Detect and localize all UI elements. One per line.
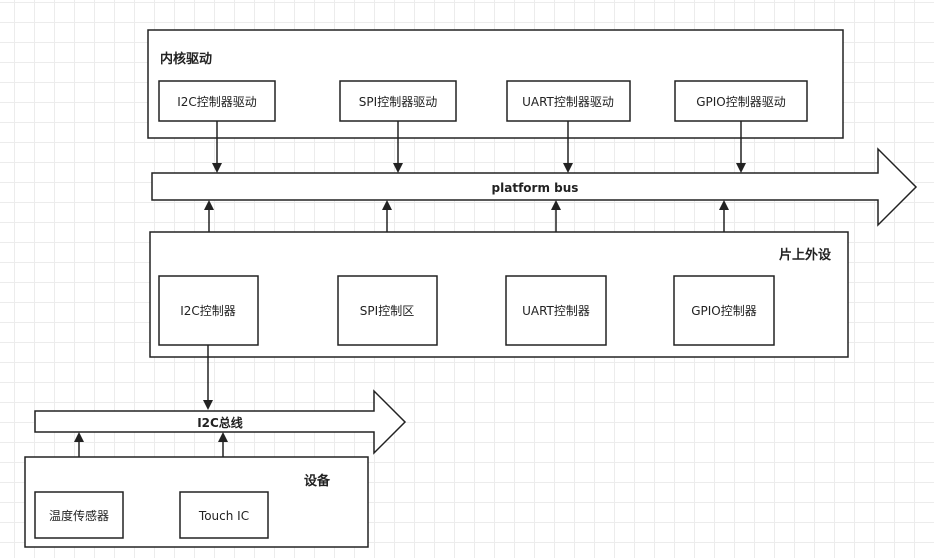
uart-controller-driver-box [506, 80, 631, 122]
i2c-bus-arrow [34, 389, 407, 455]
temperature-sensor-box [34, 491, 124, 539]
spi-controller-driver-label: SPI控制器驱动 [359, 95, 437, 109]
touch-ic-box [179, 491, 269, 539]
uart-controller-label: UART控制器 [522, 304, 590, 318]
touch-ic-label: Touch IC [198, 509, 249, 523]
kernel-drivers-title: 内核驱动 [160, 51, 212, 67]
devices-title: 设备 [304, 473, 331, 489]
i2c-controller-label: I2C控制器 [180, 304, 236, 318]
i2c-controller-driver-box [158, 80, 276, 122]
temperature-sensor-label: 温度传感器 [49, 508, 109, 523]
soc-peripherals-title: 片上外设 [779, 247, 832, 263]
gpio-controller-box [673, 275, 775, 346]
gpio-controller-label: GPIO控制器 [691, 304, 757, 318]
uart-controller-driver-label: UART控制器驱动 [522, 95, 614, 109]
i2c-controller-box [158, 275, 259, 346]
i2c-controller-driver-label: I2C控制器驱动 [177, 95, 257, 109]
spi-controller-box [337, 275, 438, 346]
uart-controller-box [505, 275, 607, 346]
i2c-bus-label: I2C总线 [197, 415, 243, 430]
platform-bus-arrow [151, 147, 918, 227]
spi-controller-label: SPI控制区 [360, 304, 414, 318]
platform-bus-label: platform bus [492, 181, 579, 195]
gpio-controller-driver-label: GPIO控制器驱动 [696, 95, 786, 109]
